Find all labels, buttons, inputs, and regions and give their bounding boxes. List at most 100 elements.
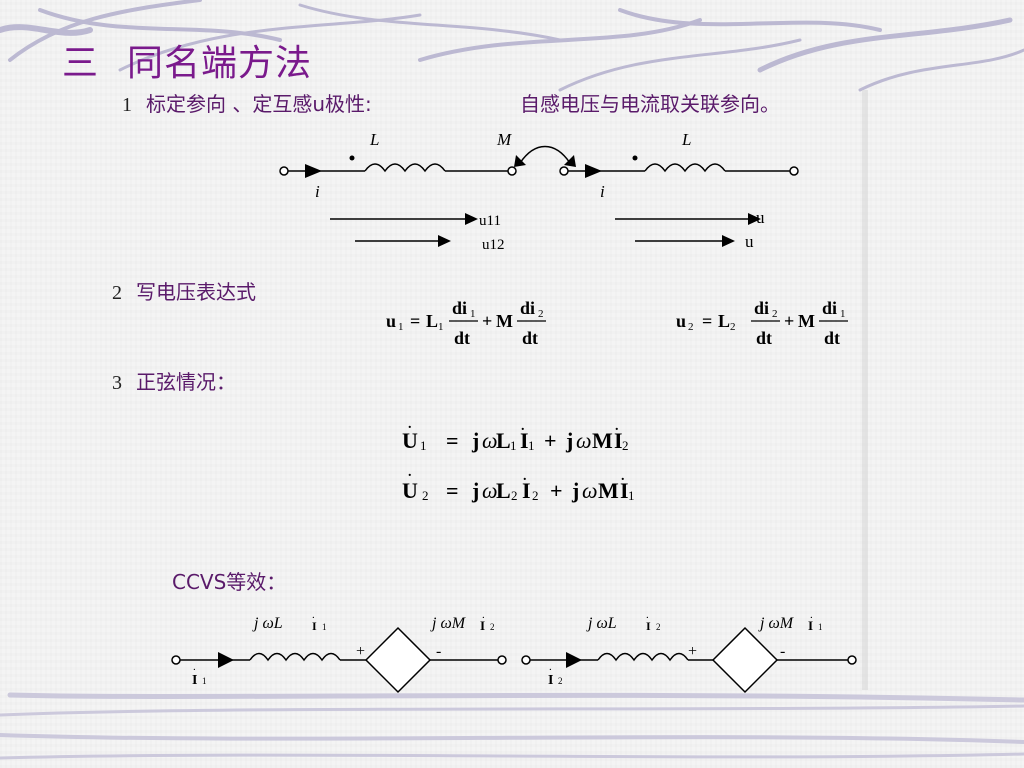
u12-arrowhead <box>438 235 451 247</box>
svg-text:j ωL: j ωL <box>586 615 617 632</box>
current-arrow-2 <box>585 164 602 178</box>
svg-text:+: + <box>544 428 557 453</box>
svg-text:di: di <box>822 298 837 318</box>
svg-text:I: I <box>646 619 651 633</box>
terminal-left-2 <box>507 166 517 176</box>
svg-text:j ωM: j ωM <box>430 615 467 632</box>
svg-text:2: 2 <box>532 488 539 503</box>
svg-text:1: 1 <box>470 308 476 320</box>
u11-label: u11 <box>479 213 501 229</box>
svg-text:1: 1 <box>398 321 404 333</box>
svg-text:=: = <box>446 478 459 503</box>
svg-text:u: u <box>676 311 686 331</box>
svg-text:.: . <box>482 609 485 621</box>
svg-text:L: L <box>426 311 438 331</box>
svg-text:di: di <box>754 298 769 318</box>
svg-text:1: 1 <box>840 308 846 320</box>
svg-text:U: U <box>402 428 418 453</box>
svg-text:dt: dt <box>454 328 470 348</box>
current-1-label: i <box>315 182 320 201</box>
section-4-label: CCVS等效： <box>172 570 287 594</box>
svg-text:2: 2 <box>688 321 694 333</box>
svg-text:di: di <box>520 298 535 318</box>
svg-text:.: . <box>810 609 813 621</box>
svg-text:+: + <box>550 478 563 503</box>
u-b-arrowhead <box>722 235 735 247</box>
svg-text:j ωM: j ωM <box>758 615 795 632</box>
coupled-inductor-diagram: L M L i i u11 u12 u u <box>279 130 799 253</box>
section-1-number: 1 <box>122 94 132 116</box>
section-2-label: 写电压表达式 <box>136 280 256 304</box>
svg-text:L: L <box>496 478 511 503</box>
svg-text:+: + <box>688 643 697 660</box>
svg-text:2: 2 <box>558 676 563 686</box>
svg-text:j: j <box>471 478 479 503</box>
section-1-note: 自感电压与电流取关联参向。 <box>520 92 780 116</box>
svg-text:1: 1 <box>322 622 327 632</box>
svg-text:M: M <box>592 428 613 453</box>
svg-text:-: - <box>436 643 441 660</box>
svg-text:2: 2 <box>772 308 778 320</box>
svg-text:.: . <box>615 419 619 434</box>
svg-text:M: M <box>798 311 815 331</box>
svg-text:-: - <box>780 643 785 660</box>
dot-marker-2 <box>632 155 638 161</box>
svg-text:j ωL: j ωL <box>252 615 283 632</box>
current-arrow-1 <box>305 164 322 178</box>
u-a-label: u <box>756 208 765 227</box>
mutual-arc <box>519 145 571 164</box>
mutual-arrowhead-left <box>514 155 526 167</box>
svg-text:=: = <box>702 311 712 331</box>
svg-text:.: . <box>646 609 649 621</box>
mutual-label: M <box>496 130 512 149</box>
svg-text:I: I <box>614 428 623 453</box>
svg-text:.: . <box>549 661 552 673</box>
svg-text:.: . <box>312 609 315 621</box>
terminal-right-1 <box>559 166 569 176</box>
svg-text:dt: dt <box>522 328 538 348</box>
svg-text:ω: ω <box>482 478 498 503</box>
svg-text:2: 2 <box>422 488 429 503</box>
svg-text:M: M <box>598 478 619 503</box>
title-text: 同名端方法 <box>127 43 313 84</box>
title-number: 三 <box>62 43 100 84</box>
u-b-label: u <box>745 232 754 251</box>
svg-text:U: U <box>402 478 418 503</box>
page-title: 三同名端方法 <box>62 34 312 86</box>
svg-text:ω: ω <box>576 428 592 453</box>
svg-text:j: j <box>565 428 573 453</box>
svg-text:2: 2 <box>538 308 544 320</box>
u12-label: u12 <box>482 237 505 253</box>
svg-text:1: 1 <box>438 321 444 333</box>
svg-text:2: 2 <box>490 622 495 632</box>
section-1-label: 标定参向 、定互感u极性: <box>146 92 372 116</box>
svg-text:.: . <box>193 661 196 673</box>
svg-text:=: = <box>410 311 420 331</box>
svg-text:j: j <box>571 478 579 503</box>
svg-text:1: 1 <box>202 676 207 686</box>
svg-text:I: I <box>192 673 197 688</box>
svg-text:1: 1 <box>628 488 635 503</box>
svg-text:.: . <box>523 469 527 484</box>
dot-marker-1 <box>349 155 355 161</box>
svg-text:I: I <box>522 478 531 503</box>
svg-text:.: . <box>408 418 412 432</box>
coil-2 <box>644 163 726 173</box>
terminal-right-2 <box>789 166 799 176</box>
section-1: 1 标定参向 、定互感u极性: <box>122 88 372 117</box>
svg-text:I: I <box>520 428 529 453</box>
svg-text:ω: ω <box>582 478 598 503</box>
svg-text:+: + <box>482 311 492 331</box>
svg-text:.: . <box>521 419 525 434</box>
svg-text:1: 1 <box>420 438 427 453</box>
svg-text:I: I <box>620 478 629 503</box>
u-a-arrowhead <box>748 213 761 225</box>
svg-text:=: = <box>446 428 459 453</box>
current-2-label: i <box>600 182 605 201</box>
svg-text:2: 2 <box>730 321 736 333</box>
